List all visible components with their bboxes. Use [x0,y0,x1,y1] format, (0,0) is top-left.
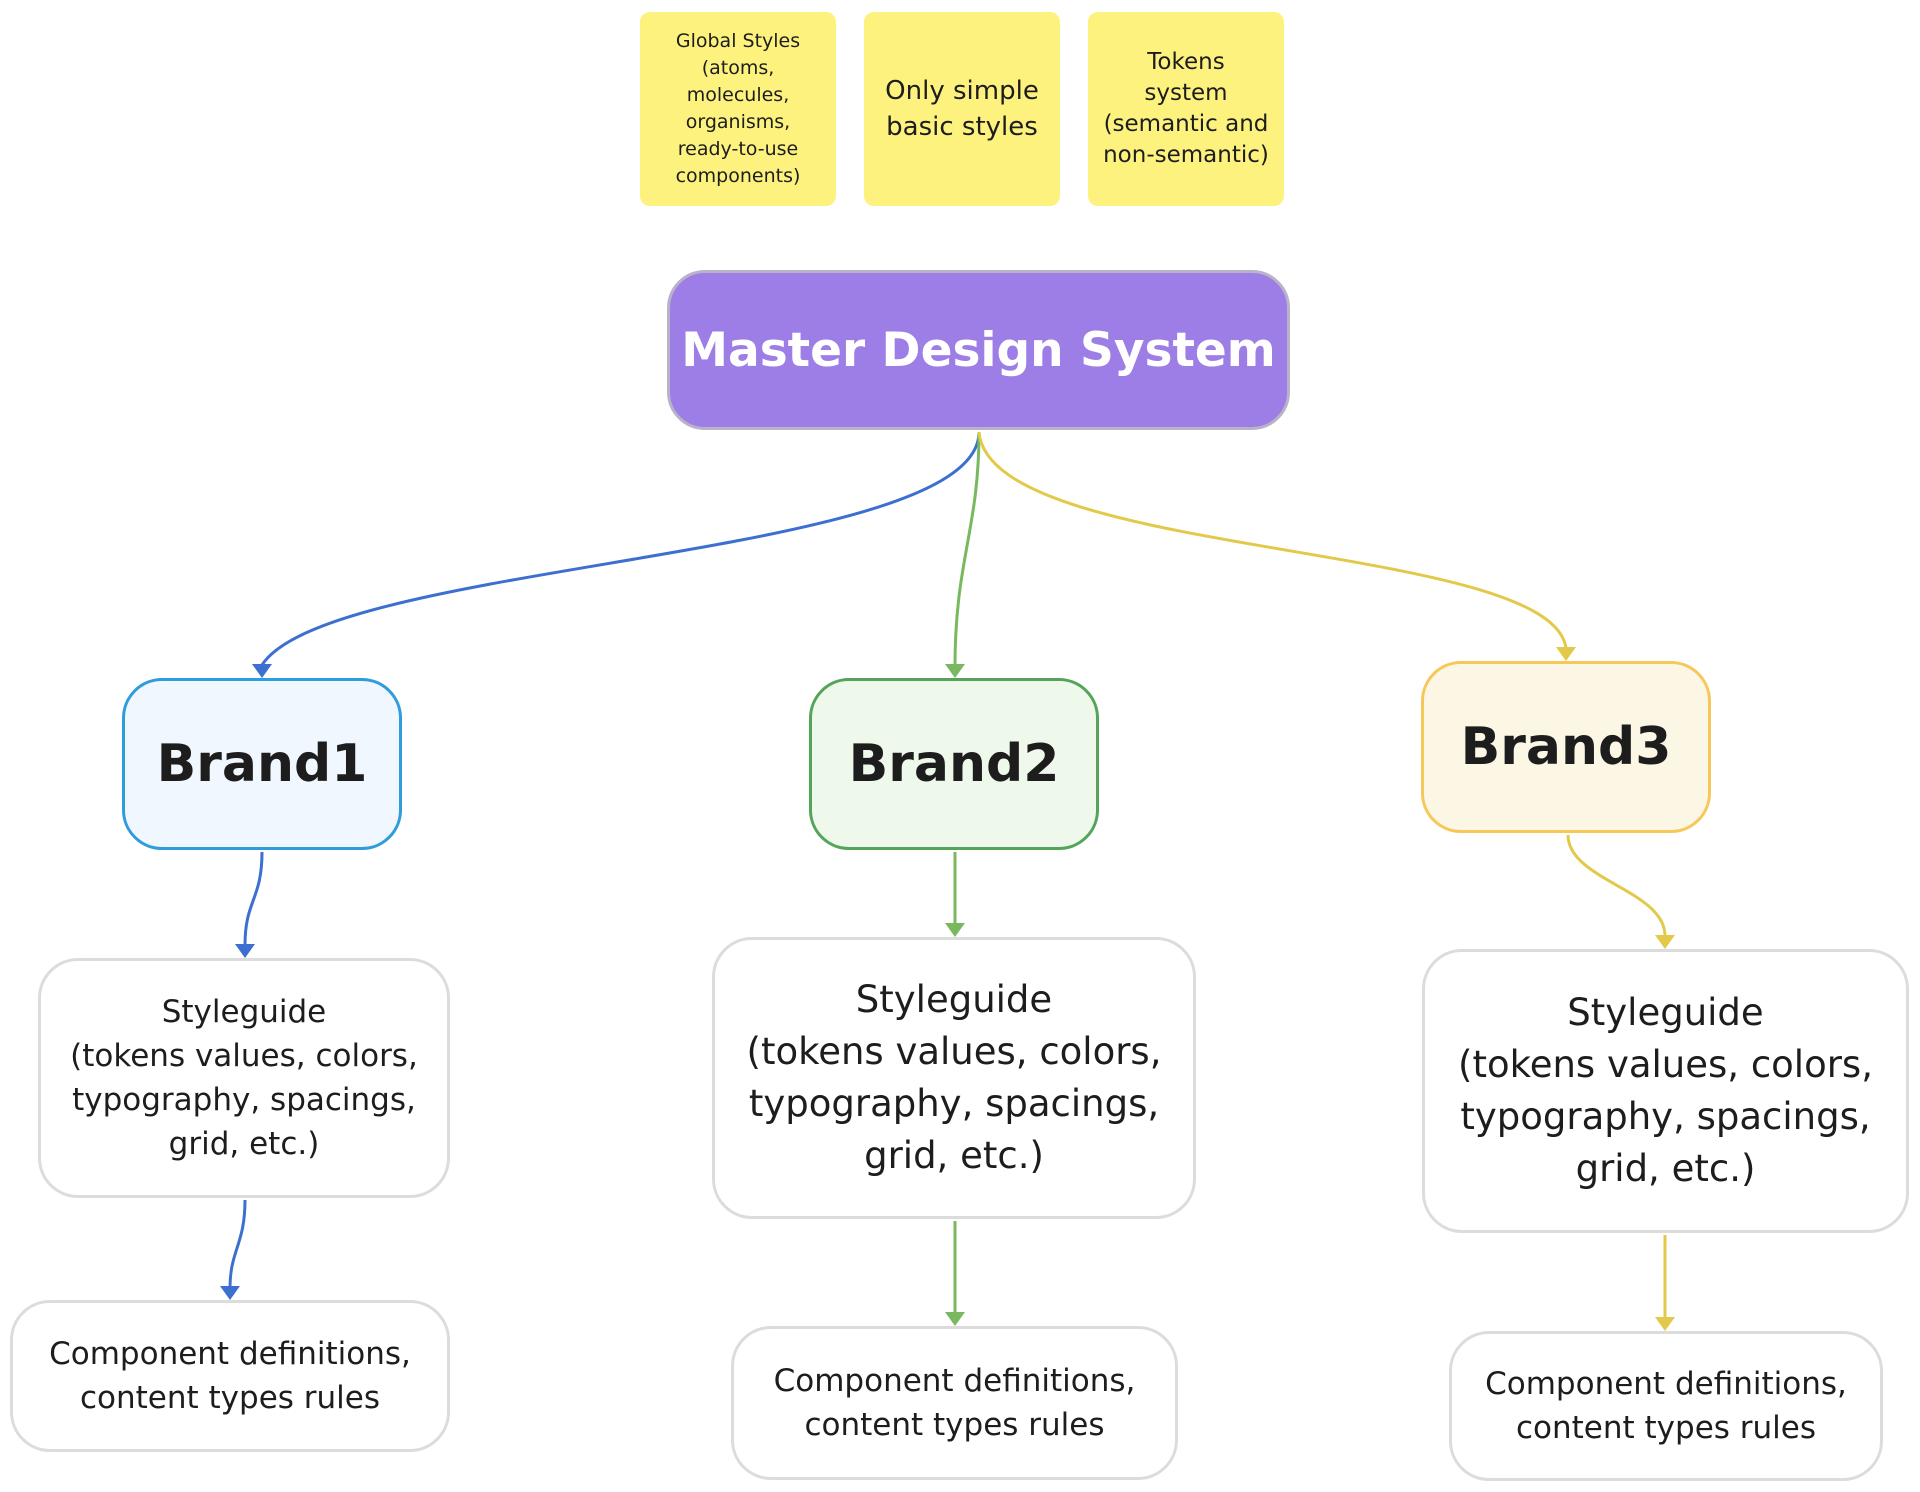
styleguide-text: Styleguide (tokens values, colors, typog… [70,994,418,1162]
brand1-styleguide-node: Styleguide (tokens values, colors, typog… [38,958,450,1198]
connector-brand1-styleguide [243,851,264,946]
brand3-node: Brand3 [1421,661,1711,833]
brand1-components-node: Component definitions, content types rul… [10,1300,450,1452]
arrowhead-styleguide2 [945,923,965,937]
brand2-label: Brand2 [848,734,1060,794]
brand1-label: Brand1 [156,734,368,794]
sticky-note-text: Only simple basic styles [885,76,1039,142]
brand2-node: Brand2 [809,678,1099,850]
connector-brand3-styleguide [1566,834,1667,937]
arrowhead-components1 [220,1286,240,1300]
arrowhead-brand3 [1556,647,1576,661]
sticky-note-basic-styles: Only simple basic styles [864,12,1060,206]
sticky-note-text: Tokens system (semantic and non-semantic… [1103,49,1269,168]
components-text: Component definitions, content types rul… [1485,1366,1847,1446]
sticky-note-global-styles: Global Styles (atoms, molecules, organis… [640,12,836,206]
connector-master-brand1 [260,431,981,666]
arrowhead-brand1 [252,664,272,678]
sticky-note-text: Global Styles (atoms, molecules, organis… [675,30,801,187]
master-node-label: Master Design System [681,322,1276,378]
arrowhead-brand2 [945,664,965,678]
components-text: Component definitions, content types rul… [49,1336,411,1416]
connector-master-brand2 [953,431,981,667]
brand3-styleguide-node: Styleguide (tokens values, colors, typog… [1422,949,1909,1233]
arrowhead-styleguide1 [235,944,255,958]
connector-master-brand3 [977,431,1568,649]
styleguide-text: Styleguide (tokens values, colors, typog… [1458,991,1873,1190]
components-text: Component definitions, content types rul… [773,1363,1136,1443]
sticky-note-tokens-system: Tokens system (semantic and non-semantic… [1088,12,1284,206]
arrowhead-components2 [945,1312,965,1326]
brand1-node: Brand1 [122,678,402,850]
brand2-components-node: Component definitions, content types rul… [731,1326,1178,1480]
brand2-styleguide-node: Styleguide (tokens values, colors, typog… [712,937,1196,1219]
connector-styleguide1-components [228,1199,247,1289]
master-design-system-node: Master Design System [667,270,1290,430]
arrowhead-styleguide3 [1655,935,1675,949]
arrowhead-components3 [1655,1317,1675,1331]
styleguide-text: Styleguide (tokens values, colors, typog… [746,978,1162,1177]
brand3-components-node: Component definitions, content types rul… [1449,1331,1883,1481]
brand3-label: Brand3 [1460,717,1672,777]
